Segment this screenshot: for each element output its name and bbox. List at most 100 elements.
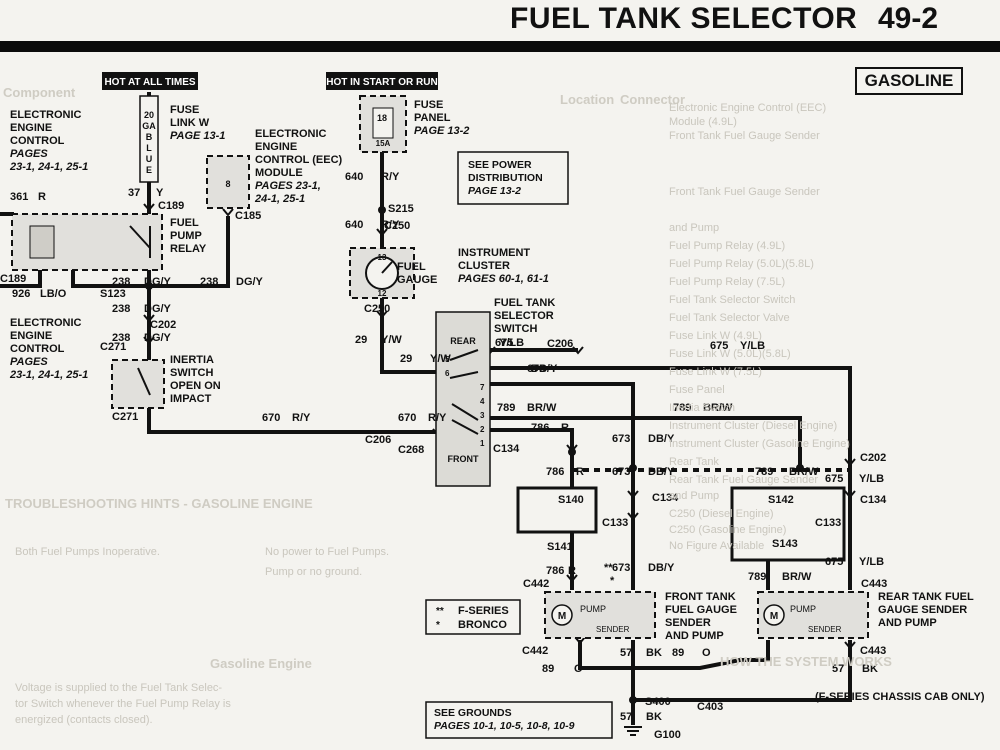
wire-label-238: DG/Y	[236, 276, 264, 288]
wire-673	[490, 382, 635, 590]
legend-mark: **	[436, 606, 444, 617]
wire-mark: **	[604, 562, 613, 574]
wire-926	[0, 266, 42, 288]
inertia-switch-label: IMPACT	[170, 393, 212, 405]
wire-label-57: BK	[646, 647, 662, 659]
eec-module-label: ELECTRONIC	[255, 128, 327, 140]
wire-label-789: BR/W	[782, 571, 812, 583]
selector-pin: 4	[480, 397, 485, 406]
ghost-row: Fuel Pump Relay (5.0L)(5.8L)	[669, 258, 814, 270]
wire-label-789: BR/W	[789, 466, 819, 478]
splice-box-s140-s141	[516, 486, 598, 534]
connector-id: C268	[398, 444, 424, 456]
splice-box-s142-s143	[730, 486, 846, 562]
fuse-link-body-text: 20	[144, 110, 154, 120]
ghost-row: Front Tank Fuel Gauge Sender	[669, 130, 820, 142]
ghost-row: Fuse Panel	[669, 384, 725, 396]
connector-id: S140	[558, 494, 584, 506]
wire-label-673: DB/Y	[648, 466, 675, 478]
power-distribution-box	[457, 151, 569, 205]
wire-label-670: 670	[262, 412, 280, 424]
rear-tank-label: GAUGE SENDER	[878, 604, 967, 616]
ghost-row: Rear Tank Fuel Gauge Sender	[669, 474, 818, 486]
ghost-row: Electronic Engine Control (EEC)	[669, 102, 827, 114]
chassis-note: (F-SERIES CHASSIS CAB ONLY)	[815, 691, 985, 703]
selector-front-label: FRONT	[448, 454, 479, 464]
wire-label-789: 789	[497, 402, 515, 414]
wire-label-673: 673	[612, 562, 630, 574]
ghost-row: Instrument Cluster (Diesel Engine)	[669, 420, 838, 432]
wire-mark: *	[610, 575, 615, 587]
rear-sender-text: SENDER	[808, 625, 842, 634]
ghost-row: and Pump	[669, 490, 720, 502]
wire-670	[147, 408, 438, 434]
fuel-pump-relay-label: PUMP	[170, 230, 202, 242]
instrument-cluster-label: CLUSTER	[458, 260, 510, 272]
fuse-link-body-text: L	[146, 143, 152, 153]
inertia-contact	[137, 367, 151, 396]
eec-module-label: MODULE	[255, 167, 303, 179]
eec-label-top: PAGES	[10, 148, 48, 160]
selector-rear-label: REAR	[450, 336, 476, 346]
ghost-row: and Pump	[669, 222, 720, 234]
front-tank-label: FUEL GAUGE	[665, 604, 737, 616]
wire-label-675: Y/LB	[859, 473, 884, 485]
wire-label-675: 675	[710, 340, 728, 352]
eec-label-bottom: PAGES	[10, 356, 48, 368]
connector-id: C443	[860, 645, 886, 657]
ghost-hint: Pump or no ground.	[265, 566, 363, 578]
wire-label-640: R/Y	[381, 219, 400, 231]
wire-label-89: 89	[542, 663, 554, 675]
selector-switch-label: SELECTOR	[494, 310, 554, 322]
rear-motor-symbol: M	[770, 611, 778, 622]
fuse-link-label: PAGE 13-1	[170, 130, 225, 142]
fuse-link-body-text: E	[146, 165, 152, 175]
hot-at-all-times-tag	[102, 72, 198, 90]
eec-module-label: PAGES 23-1,	[255, 180, 321, 192]
fuse-panel-label: FUSE	[414, 99, 443, 111]
ghost-hint: Both Fuel Pumps Inoperative.	[15, 546, 160, 558]
eec-pin: 8	[225, 179, 230, 189]
wire-label-675: Y/LB	[740, 340, 765, 352]
ghost-hint: No power to Fuel Pumps.	[265, 546, 390, 558]
eec-module-label: CONTROL (EEC)	[255, 154, 343, 166]
connector-id: C442	[523, 578, 549, 590]
splice-s123	[145, 282, 153, 290]
connector-symbol	[376, 310, 388, 319]
fuse-link-body-text: U	[146, 154, 153, 164]
wire-label-57: BK	[862, 663, 878, 675]
wire-label-926: LB/O	[40, 288, 67, 300]
relay-contact	[129, 225, 151, 258]
rear-tank-label: REAR TANK FUEL	[878, 591, 974, 603]
ghost-row: Module (4.9L)	[669, 116, 737, 128]
wire-label-238: 238	[112, 303, 130, 315]
ghost-row: C250 (Diesel Engine)	[669, 508, 774, 520]
connector-id: C250	[384, 220, 410, 232]
selector-pin: 5	[445, 355, 450, 364]
wire-label-673: DB/Y	[648, 433, 675, 445]
connector-id: C443	[861, 578, 887, 590]
wire-label-640: 640	[345, 171, 363, 183]
wire-label-29: Y/W	[381, 334, 402, 346]
eec-label-bottom: CONTROL	[10, 343, 65, 355]
connector-id: S142	[768, 494, 794, 506]
front-tank-label: FRONT TANK	[665, 591, 736, 603]
cluster-pin: 12	[378, 289, 387, 298]
fuel-pump-relay-label: RELAY	[170, 243, 207, 255]
wire-label-29: 29	[355, 334, 367, 346]
fuse-link-label: FUSE	[170, 104, 199, 116]
instrument-cluster-label: PAGES 60-1, 61-1	[458, 273, 549, 285]
wire-label-673: 673	[612, 433, 630, 445]
connector-symbol	[627, 490, 639, 499]
fuse-18	[372, 107, 394, 139]
wire-label-57: 57	[620, 647, 632, 659]
ghost-row: Fuel Pump Relay (7.5L)	[669, 276, 786, 288]
inertia-switch	[111, 359, 165, 409]
selector-pin: 2	[480, 425, 485, 434]
selector-pin: 7	[480, 383, 485, 392]
ground-id: G100	[654, 729, 681, 741]
wire-label-238: DG/Y	[144, 303, 172, 315]
legend-mark: *	[436, 620, 440, 631]
fuse-number: 18	[377, 113, 387, 123]
connector-symbol	[566, 574, 578, 583]
